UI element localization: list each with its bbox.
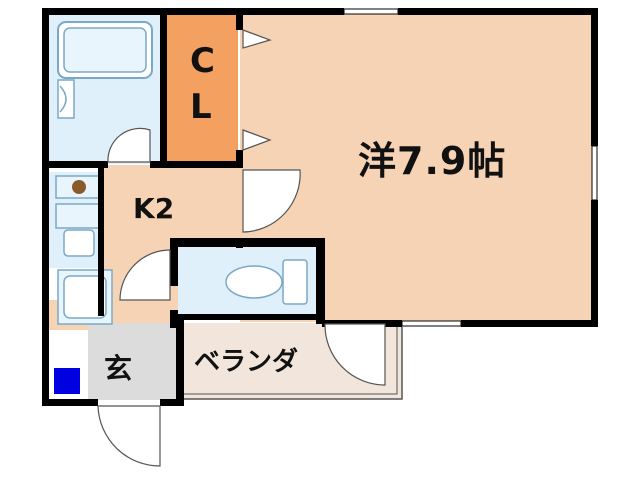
stove-knob bbox=[72, 180, 86, 194]
toilet bbox=[225, 265, 283, 299]
closet-label-l: L bbox=[190, 87, 212, 127]
entrance-floor bbox=[88, 323, 176, 400]
kitchen-label: K2 bbox=[133, 192, 175, 225]
toilet-tank bbox=[282, 259, 308, 305]
veranda-label: ベランダ bbox=[194, 347, 299, 377]
kitchen-sink bbox=[63, 229, 95, 257]
entrance-label: 玄 bbox=[104, 352, 133, 385]
closet-label-c: C bbox=[190, 41, 215, 81]
windows bbox=[343, 8, 598, 327]
storage-marker bbox=[54, 368, 80, 394]
veranda-railing bbox=[184, 327, 403, 400]
door-swings bbox=[97, 127, 386, 467]
closet-folding-doors bbox=[242, 29, 272, 151]
closet-floor bbox=[166, 14, 238, 164]
western-room-label: 洋7.9帖 bbox=[358, 139, 507, 183]
